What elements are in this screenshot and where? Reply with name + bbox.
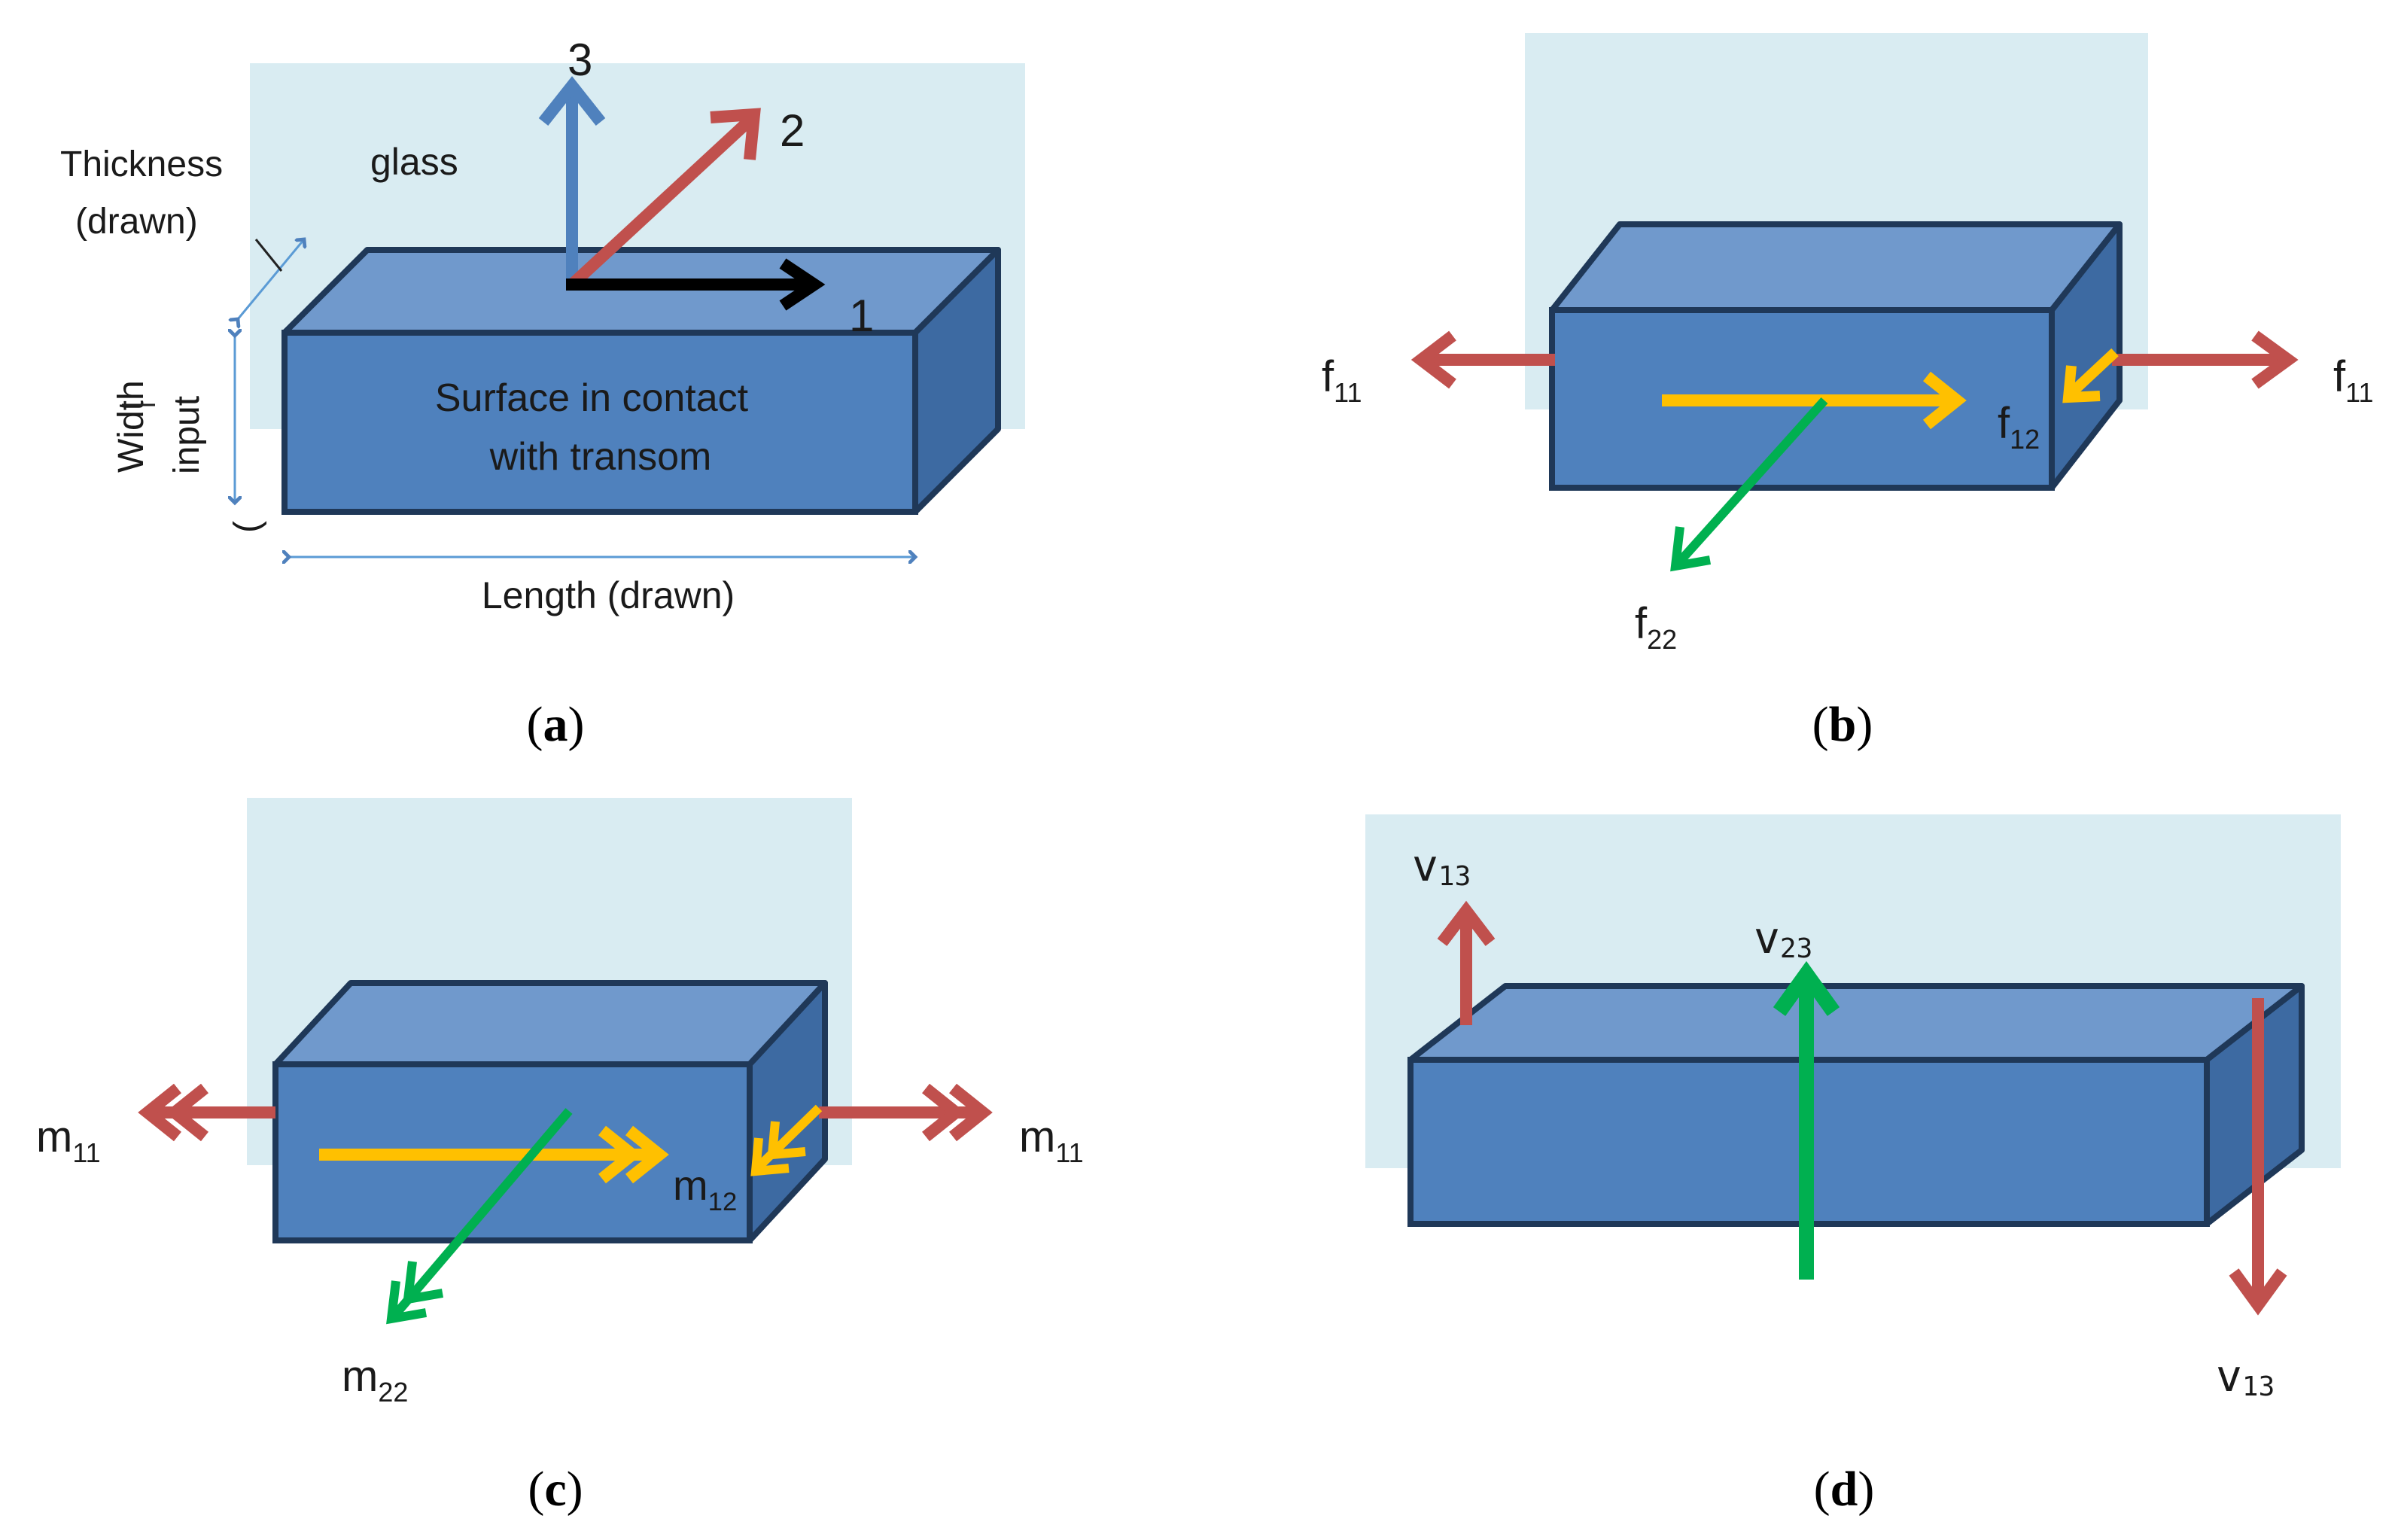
axis2-label: 2 [780, 105, 805, 156]
v13-bottom-label: v13 [2216, 1350, 2275, 1402]
f11-left-arrow [1410, 330, 1555, 389]
caption-d: (d) [1814, 1462, 1875, 1517]
length-yellow-arrow-b [1662, 371, 1967, 430]
f12-arrow [2062, 348, 2119, 403]
m12-label: m12 [673, 1161, 737, 1216]
length-label: Length (drawn) [482, 574, 735, 616]
width-label-line2: input [167, 396, 207, 474]
box-top-face-a [281, 247, 1001, 336]
f11-right-arrow [2112, 330, 2299, 389]
m12-arrow [750, 1104, 823, 1176]
f11-right-label: f11 [2333, 352, 2373, 408]
v23-label: v23 [1754, 912, 1812, 964]
panel-b: f11 f11 f12 f22 (b) [1322, 33, 2373, 752]
thickness-label-line2: (drawn) [75, 202, 198, 242]
m22-label: m22 [342, 1352, 408, 1408]
m11-right-arrow [819, 1083, 993, 1142]
panel-c: m11 m11 m12 m22 (c) [36, 798, 1084, 1517]
m11-left-arrow [138, 1083, 275, 1142]
width-label-paren: ( [227, 521, 267, 533]
thickness-dimension [238, 239, 304, 319]
thickness-label: Thickness [60, 145, 223, 184]
m11-right-label: m11 [1019, 1112, 1084, 1168]
box-top-face-c [272, 980, 828, 1067]
panel-d: v13 v23 v13 (d) [1365, 814, 2341, 1517]
box-top-face-d [1407, 983, 2305, 1063]
surface-label: Surface in contact [435, 376, 749, 420]
v13-top-label: v13 [1412, 840, 1471, 892]
v13-down-arrow [2229, 998, 2287, 1316]
axis3-arrow [538, 76, 606, 283]
axis2-arrow [568, 108, 761, 289]
v23-arrow [1773, 960, 1840, 1280]
length-yellow-arrow-c [319, 1125, 669, 1184]
f22-arrow [1670, 397, 1828, 572]
f11-left-label: f11 [1322, 352, 1362, 408]
box-front-face-a [281, 330, 918, 515]
caption-a: (a) [527, 697, 585, 752]
box-top-face-b [1549, 221, 2123, 313]
v13-up-arrow [1437, 900, 1496, 1025]
m11-left-label: m11 [36, 1112, 101, 1168]
f12-label: f12 [1998, 399, 2040, 455]
axis1-label: 1 [849, 291, 874, 341]
caption-b: (b) [1812, 697, 1873, 752]
surface-label-line2: with transom [489, 435, 712, 479]
panel-a: 3 2 1 glass Thickness (drawn) Width inpu… [60, 35, 1025, 752]
width-label: Width [111, 380, 151, 473]
m22-arrow [386, 1108, 573, 1325]
axis3-label: 3 [568, 35, 592, 85]
caption-c: (c) [528, 1462, 583, 1517]
glass-label: glass [370, 141, 458, 183]
axis1-arrow [566, 258, 826, 311]
f22-label: f22 [1635, 599, 1677, 655]
